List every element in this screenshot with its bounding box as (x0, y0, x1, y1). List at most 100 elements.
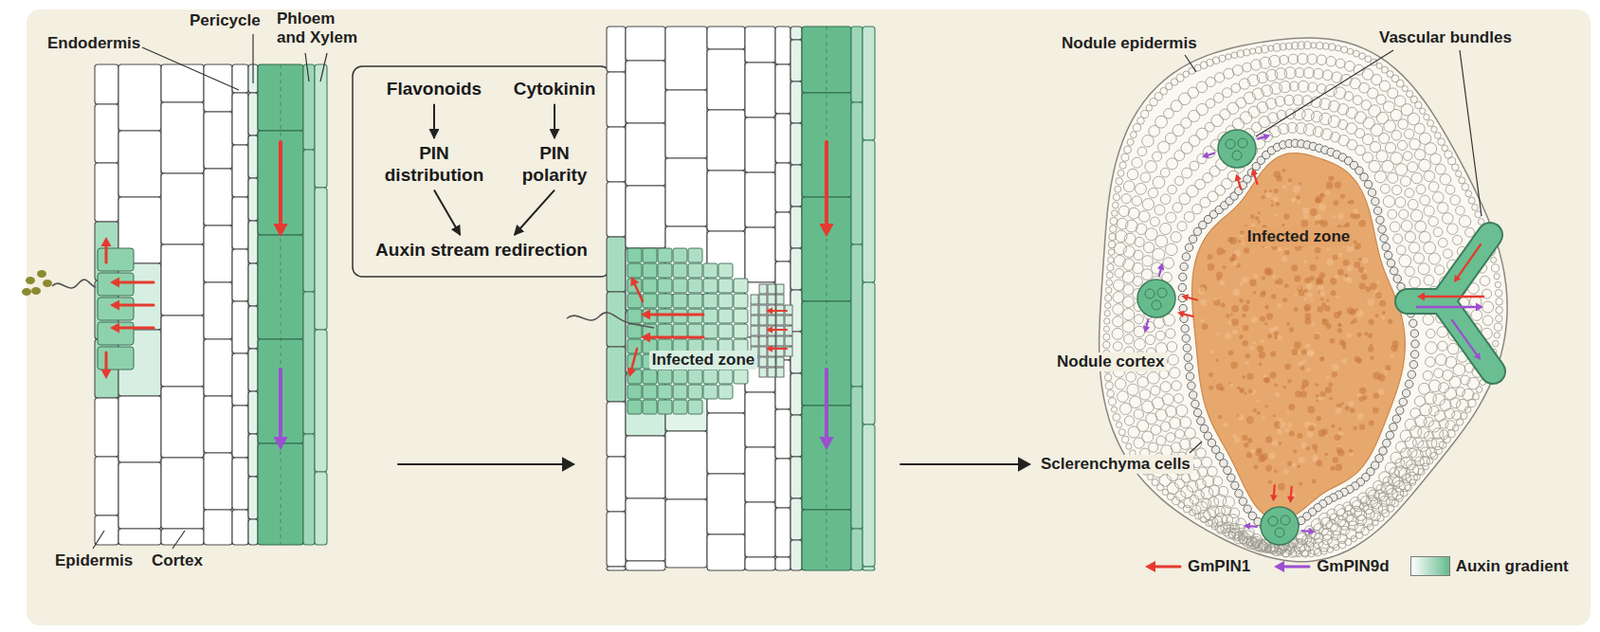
dividing-cell (759, 305, 767, 315)
cortex-cell (1390, 452, 1402, 464)
bacteroid-dot (1260, 453, 1269, 461)
rhizobium (25, 276, 36, 285)
bacteroid-dot (1337, 309, 1343, 315)
auxin-flow-arrow (119, 281, 154, 285)
cortex-cell (1472, 393, 1479, 400)
bacteroid-dot (1281, 223, 1285, 227)
sclerenchyma-cell (1187, 381, 1196, 390)
primordium-cell (718, 384, 733, 400)
bacteroid-dot (1349, 407, 1356, 414)
dividing-cell (767, 357, 776, 367)
bacteroid-dot (1358, 267, 1364, 273)
cortex-cell (1205, 76, 1216, 87)
cell (232, 509, 249, 546)
sclerenchyma-cell (1183, 353, 1192, 362)
cortex-cell (1430, 153, 1442, 165)
cortex-cell (1288, 54, 1299, 65)
bacteroid-dot (1309, 298, 1314, 303)
cell (161, 173, 204, 245)
cortex-cell (1368, 160, 1381, 172)
sclerenchyma-cell (1180, 262, 1188, 271)
bacteroid-dot (1288, 178, 1293, 183)
cell (862, 282, 875, 425)
cortex-cell (1115, 178, 1123, 185)
root-section (21, 34, 328, 549)
sclerenchyma-cell (1181, 325, 1189, 333)
sclerenchyma-cell (1385, 431, 1394, 439)
auxin-flow-arrow (1254, 175, 1257, 185)
arrow-head (1273, 560, 1285, 572)
cortex-cell (1239, 111, 1253, 125)
cortex-cell (1458, 177, 1466, 184)
cortex-cell (1165, 212, 1177, 223)
bacteroid-dot (1271, 203, 1274, 207)
cortex-cell (1106, 272, 1113, 279)
cell (665, 431, 708, 500)
cortex-cell (1495, 306, 1504, 314)
cell (94, 104, 119, 164)
cell (707, 413, 746, 474)
cortex-cell (1465, 227, 1475, 237)
bacteroid-dot (1314, 382, 1319, 387)
node-text: Flavonoids (386, 78, 482, 101)
cell (745, 392, 776, 448)
arrow-head (1475, 303, 1484, 312)
cortex-cell (1201, 456, 1213, 468)
cortex-cell (1112, 316, 1124, 328)
cortex-cell (1368, 105, 1382, 118)
cell (775, 163, 791, 213)
bacteroid-dot (1301, 359, 1306, 364)
bundle-cell (1145, 289, 1155, 299)
cell (606, 566, 626, 571)
sclerenchyma-cell (1393, 274, 1401, 283)
bacteroid-dot (1208, 372, 1214, 378)
cortex-cell (1355, 531, 1364, 540)
bacteroid-dot (1342, 345, 1346, 350)
cortex-cell (1142, 135, 1154, 147)
cell (745, 502, 776, 558)
sclerenchyma-cell (1231, 481, 1239, 490)
cortex-cell (1260, 45, 1269, 54)
bacteroid-dot (1282, 297, 1288, 303)
cortex-cell (1376, 111, 1388, 124)
bacteroid-dot (1317, 284, 1325, 291)
cortex-cell (1468, 197, 1475, 204)
cortex-cell (1181, 117, 1192, 128)
cortex-cell (1221, 514, 1234, 527)
cortex-cell (1423, 113, 1430, 120)
bacteroid-dot (1297, 200, 1302, 204)
cortex-cell (1389, 221, 1400, 233)
cortex-cell (1399, 480, 1411, 492)
bacteroid-dot (1231, 254, 1237, 261)
cell (775, 212, 791, 262)
bacteroid-dot (1381, 316, 1385, 321)
bacteroid-dot (1304, 306, 1310, 312)
cortex-cell (1398, 119, 1409, 130)
cell (790, 81, 802, 124)
part-label: Sclerenchyma cells (1037, 454, 1194, 474)
bacteroid-dot (1368, 420, 1375, 427)
cortex-cell (1195, 513, 1201, 520)
cell (161, 528, 204, 546)
bacteroid-dot (1282, 385, 1286, 389)
cortex-cell (1103, 326, 1110, 332)
legend-item: GmPIN9d (1271, 557, 1390, 577)
cortex-cell (1175, 404, 1187, 417)
cortex-cell (1270, 546, 1278, 555)
bacteroid-dot (1334, 181, 1342, 188)
cortex-cell (1414, 149, 1425, 161)
bacteroid-dot (1261, 416, 1266, 420)
bacteroid-dot (1307, 405, 1315, 414)
cortex-cell (1363, 152, 1374, 164)
bacteroid-dot (1241, 275, 1250, 284)
bacteroid-dot (1344, 273, 1348, 278)
cortex-cell (1242, 62, 1253, 73)
bacteroid-dot (1316, 306, 1324, 313)
bacteroid-dot (1261, 275, 1266, 280)
bacteroid-dot (1293, 274, 1301, 282)
auxin-flow-arrow (772, 347, 787, 350)
bacteroid-dot (1379, 299, 1386, 307)
cortex-cell (1160, 381, 1171, 393)
